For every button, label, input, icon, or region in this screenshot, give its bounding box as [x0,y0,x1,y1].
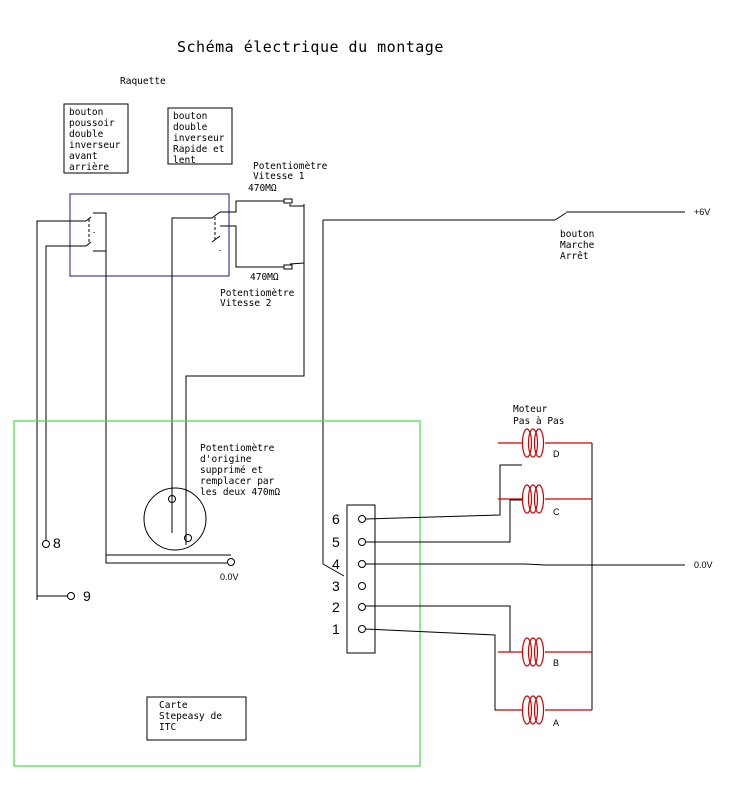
coil-label: D [553,449,560,459]
pot1-value: 470MΩ [248,183,277,194]
pin-9-terminal [67,592,75,600]
coil-winding [527,695,539,725]
pin-8-terminal [42,540,50,548]
potentiometer-2-symbol [283,264,293,270]
coil-winding [527,428,539,458]
pot1-label-2: Vitesse 1 [253,171,305,182]
potentiometer-1-symbol [283,198,293,204]
connector-pins: 6 5 4 3 2 1 [332,511,366,637]
connector-pin-2 [358,603,366,611]
coil-label: C [553,507,560,517]
connector-pin-4 [358,560,366,568]
coil-C: C [498,484,592,517]
connector-pin-1 [358,625,366,633]
pot2-label: Potentiomètre [220,288,295,299]
connector-pin-label: 5 [332,534,340,550]
raquette-label: Raquette [120,76,166,87]
box2-line: Rapide et [173,144,224,155]
box1-line: arrière [69,162,109,173]
pot2-label-2: Vitesse 2 [220,298,271,309]
coil-winding [527,637,539,667]
pot-origine-line: supprimé et [200,465,263,476]
pot-terminal [168,495,176,503]
connector-pin-3 [358,582,366,590]
motor-connector [346,504,376,654]
coil-D: D [498,428,592,459]
pot-origine-line: Potentiomètre [200,443,275,454]
card-label-box [146,696,247,741]
connector-pin-label: 1 [332,621,340,637]
box1-line: avant [69,151,98,162]
pot-terminal [184,534,192,542]
label-box-forward-reverse [63,103,129,174]
coil-winding [533,695,545,725]
pin-8-label: 8 [53,535,61,551]
coil-B: B [498,637,592,668]
ground-terminal [227,558,235,566]
switch-forward-reverse [36,212,231,600]
box1-text: bouton poussoir double inverseur avant a… [69,107,121,173]
motor-label-2: Pas à Pas [513,416,564,427]
onoff-label-3: Arrêt [560,251,589,262]
connector-pin-5 [358,538,366,546]
label-box-speed [167,107,233,165]
on-off-switch [554,212,567,221]
motor-coils: D C B A [498,428,592,728]
box2-line: inverseur [173,133,225,144]
coil-winding [533,428,545,458]
card-label-2: Stepeasy de [159,711,222,722]
onoff-label: bouton [560,229,594,240]
box2-line: double [173,122,208,133]
coil-label: B [553,658,559,668]
plus-6v-label: +6V [694,207,710,217]
connector-pin-label: 6 [332,511,340,527]
connector-pin-label: 4 [332,556,340,572]
connector-pin-label: 2 [332,599,340,615]
zero-v-label: 0.0V [694,560,713,570]
coil-winding [521,637,533,667]
pin-9-label: 9 [83,588,91,604]
box1-line: bouton [69,107,103,118]
box2-line: bouton [173,111,207,122]
switch-speed [171,200,305,545]
coil-winding [521,695,533,725]
motor-label: Moteur [513,404,548,415]
connector-pin-6 [358,515,366,523]
connector-pin-label: 3 [332,578,340,594]
pot2-value: 470MΩ [250,272,279,283]
original-potentiometer [143,487,207,551]
pot1-label: Potentiomètre [253,161,328,172]
diagram-title: Schéma électrique du montage [177,38,444,56]
pot-origine-line: d'origine [200,454,252,465]
coil-A: A [498,695,592,728]
raquette-enclosure [69,193,230,277]
coil-winding [521,484,533,514]
box2-text: bouton double inverseur Rapide et lent [173,111,225,166]
onoff-label-2: Marche [560,240,595,251]
coil-winding [527,484,539,514]
coil-winding [521,428,533,458]
coil-label: A [553,718,559,728]
pot-origine-line: remplacer par [200,476,275,487]
coil-winding [533,484,545,514]
box1-line: inverseur [69,140,121,151]
box1-line: poussoir [69,118,115,129]
box1-line: double [69,129,104,140]
card-label-3: ITC [159,722,176,733]
stepeasy-card-outline [13,420,421,767]
coil-winding [533,637,545,667]
card-0v-label: 0.0V [220,572,239,582]
pot-origine-text: Potentiomètre d'origine supprimé et remp… [200,443,280,498]
box2-line: lent [173,155,196,166]
card-label: Carte [159,700,188,711]
pot-origine-line: les deux 470mΩ [200,487,280,498]
